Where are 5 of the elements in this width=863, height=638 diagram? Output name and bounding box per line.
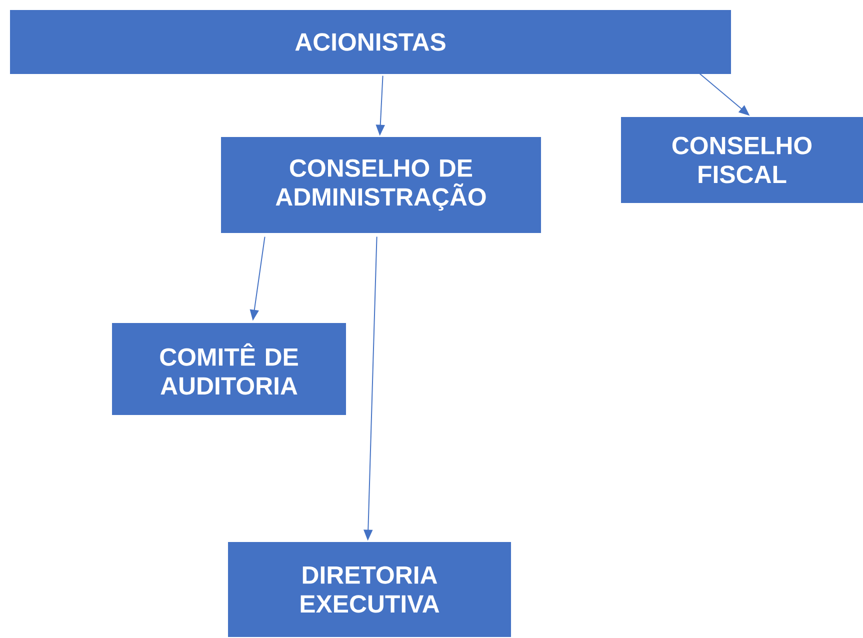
org-box: CONSELHO DE ADMINISTRAÇÃO bbox=[221, 137, 541, 233]
org-box: ACIONISTAS bbox=[10, 10, 731, 74]
org-box: COMITÊ DE AUDITORIA bbox=[112, 323, 346, 415]
org-box: DIRETORIA EXECUTIVA bbox=[228, 542, 511, 637]
org-box: CONSELHO FISCAL bbox=[621, 117, 863, 203]
